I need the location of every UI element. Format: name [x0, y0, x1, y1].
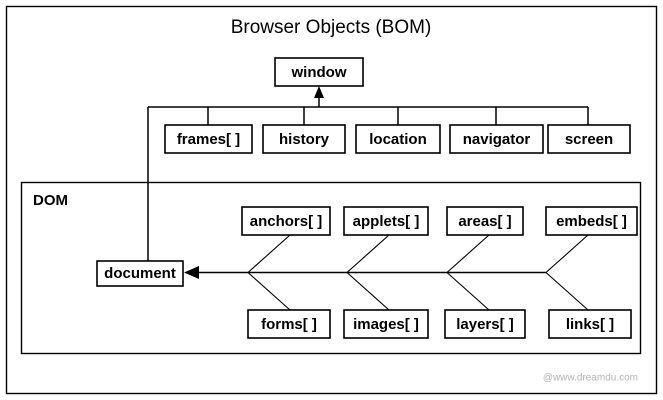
outer-frame	[5, 5, 658, 395]
node-label-window: window	[291, 64, 347, 81]
node-box-areas[interactable]	[446, 206, 524, 236]
node-box-images[interactable]	[343, 309, 429, 339]
node-box-links[interactable]	[548, 309, 632, 339]
node-box-layers[interactable]	[444, 309, 526, 339]
arrow-head-window	[314, 86, 324, 98]
node-label-forms: forms[ ]	[261, 316, 317, 333]
node-box-location[interactable]	[355, 124, 441, 154]
connector-images	[346, 272, 390, 311]
connector-embeds	[545, 234, 589, 273]
connector-applets	[346, 234, 390, 273]
node-label-anchors: anchors[ ]	[250, 213, 323, 230]
node-box-frames[interactable]	[164, 124, 253, 154]
node-label-history: history	[279, 131, 330, 148]
arrow-head-document	[184, 266, 199, 279]
node-label-document: document	[104, 265, 176, 282]
connector-anchors	[247, 234, 291, 273]
node-label-frames: frames[ ]	[177, 131, 240, 148]
connector-links	[545, 272, 589, 311]
dom-panel-label: DOM	[33, 192, 68, 209]
node-box-forms[interactable]	[247, 309, 331, 339]
watermark: @www.dreamdu.com	[543, 373, 638, 384]
connector-areas	[446, 234, 490, 273]
node-label-layers: layers[ ]	[456, 316, 514, 333]
node-label-areas: areas[ ]	[458, 213, 511, 230]
page-title: Browser Objects (BOM)	[231, 17, 432, 38]
node-box-applets[interactable]	[343, 206, 429, 236]
node-label-location: location	[369, 131, 427, 148]
node-box-screen[interactable]	[547, 124, 631, 154]
node-label-embeds: embeds[ ]	[556, 213, 627, 230]
connector-forms	[247, 272, 291, 311]
node-box-navigator[interactable]	[449, 124, 544, 154]
node-box-embeds[interactable]	[545, 206, 638, 236]
node-label-applets: applets[ ]	[353, 213, 420, 230]
node-label-screen: screen	[565, 131, 613, 148]
node-box-history[interactable]	[262, 124, 346, 154]
node-label-images: images[ ]	[353, 316, 419, 333]
node-box-document[interactable]	[96, 260, 184, 287]
node-box-anchors[interactable]	[241, 206, 331, 236]
dom-panel	[20, 181, 642, 355]
connector-layers	[446, 272, 490, 311]
node-label-links: links[ ]	[566, 316, 614, 333]
node-label-navigator: navigator	[463, 131, 531, 148]
